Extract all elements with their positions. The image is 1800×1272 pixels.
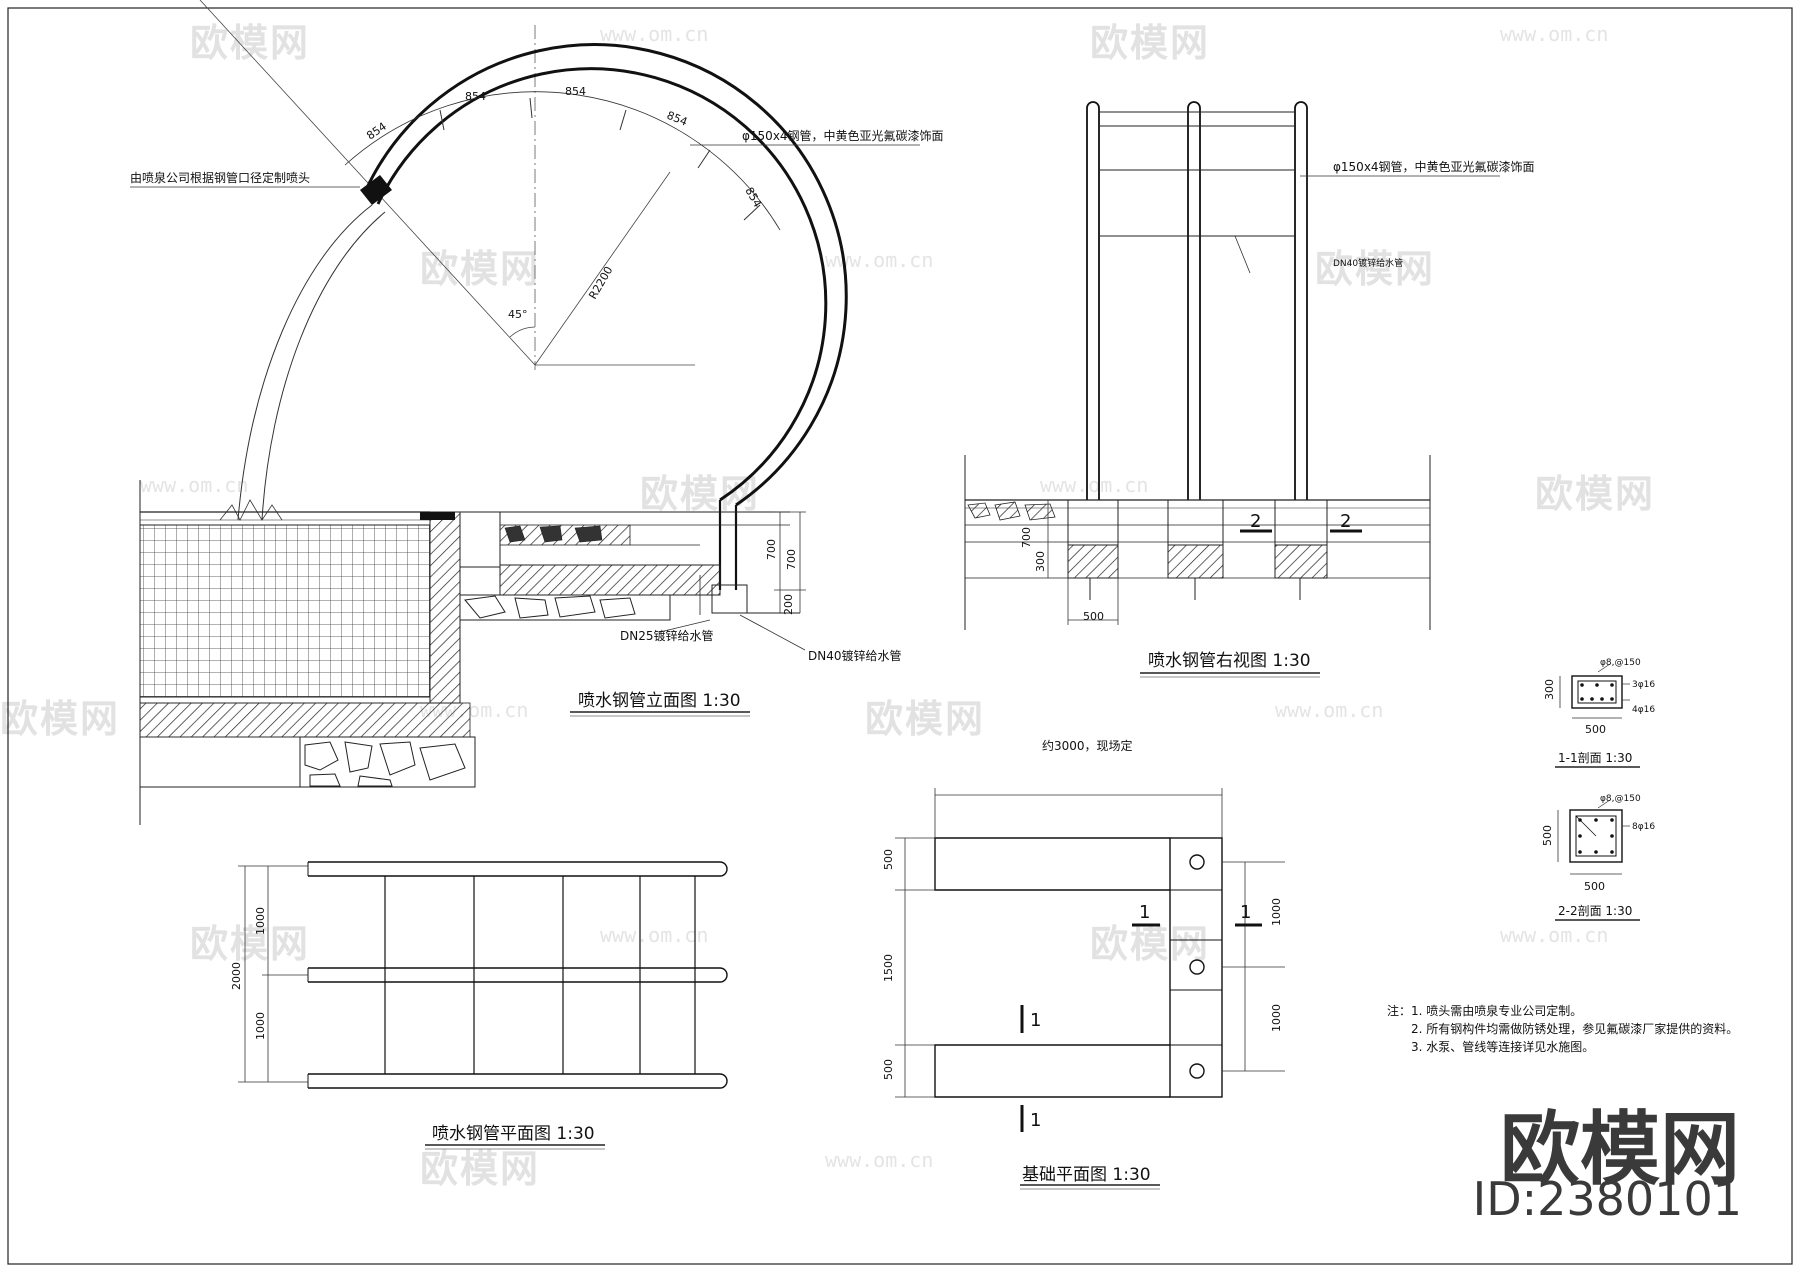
section-mark-2: 2 [1250, 511, 1261, 532]
plan-half-dim: 1000 [254, 1012, 267, 1040]
section-mark-2: 2 [1340, 511, 1351, 532]
foundation-title: 基础平面图 1:30 [1022, 1165, 1151, 1185]
foundation-beam-dim: 500 [882, 849, 895, 870]
watermark-logo: 欧模网 [1090, 21, 1211, 65]
foundation-spacing-dim: 1000 [1270, 1004, 1283, 1032]
watermark-logo: 欧模网 [640, 472, 761, 516]
plan-title: 喷水钢管平面图 1:30 [432, 1124, 595, 1144]
watermark-url: www.om.cn [1500, 923, 1609, 947]
section2-title: 2-2剖面 1:30 [1558, 904, 1632, 918]
note-line-2: 2. 所有钢构件均需做防锈处理，参见氟碳漆厂家提供的资料。 [1411, 1021, 1738, 1036]
right-height-dim: 300 [1034, 551, 1047, 572]
right-pipe-label: φ150x4钢管，中黄色亚光氟碳漆饰面 [1333, 159, 1535, 174]
right-view-title: 喷水钢管右视图 1:30 [1148, 651, 1311, 671]
section1-title: 1-1剖面 1:30 [1558, 751, 1632, 765]
arc-dim: 854 [364, 120, 389, 143]
section2-height: 500 [1541, 825, 1554, 846]
arc-dim: 854 [742, 185, 764, 210]
sheet-border [7, 7, 1793, 1265]
watermark-url: www.om.cn [1275, 698, 1384, 722]
section-mark-1: 1 [1030, 1110, 1041, 1131]
right-dn40-label: DN40镀锌给水管 [1333, 257, 1403, 269]
note-line-1: 注：1. 喷头需由喷泉专业公司定制。 [1387, 1003, 1582, 1018]
height-dim: 700 [785, 549, 798, 570]
dn25-label: DN25镀锌给水管 [620, 628, 714, 643]
section-1-1: 300 500 φ8,@150 3φ16 4φ16 1-1剖面 1:30 [1543, 658, 1655, 768]
section-2-2: 500 500 φ8,@150 8φ16 2-2剖面 1:30 [1541, 794, 1655, 921]
section1-rebar-c: 4φ16 [1632, 705, 1655, 715]
notes-block: 注：1. 喷头需由喷泉专业公司定制。 2. 所有钢构件均需做防锈处理，参见氟碳漆… [1387, 1003, 1738, 1054]
watermark-logo: 欧模网 [865, 697, 986, 741]
pipe-label: φ150x4钢管，中黄色亚光氟碳漆饰面 [742, 128, 944, 143]
dn40-label: DN40镀锌给水管 [808, 648, 902, 663]
radius-dim: R2200 [586, 264, 615, 301]
section1-width: 500 [1585, 723, 1606, 736]
watermark-logo: 欧模网 [1315, 247, 1436, 291]
brand-logo: 欧模网 [1500, 1103, 1740, 1196]
section-mark-1: 1 [1240, 902, 1251, 923]
elevation-view: 由喷泉公司根据钢管口径定制喷头 φ150x4钢管，中黄色亚光氟碳漆饰面 854 … [130, 0, 944, 825]
arc-dim: 854 [465, 90, 486, 103]
section1-rebar-a: φ8,@150 [1600, 658, 1641, 668]
watermark-url: www.om.cn [600, 22, 709, 46]
foundation-gap-dim: 1500 [882, 954, 895, 982]
note-line-3: 3. 水泵、管线等连接详见水施图。 [1411, 1039, 1594, 1054]
foundation-beam-dim: 500 [882, 1059, 895, 1080]
arc-dim: 854 [665, 109, 689, 129]
nozzle-label: 由喷泉公司根据钢管口径定制喷头 [130, 170, 310, 185]
watermark-url: www.om.cn [825, 1148, 934, 1172]
foundation-plan: 约3000，现场定 500 1500 500 1000 1000 1 1 1 1… [882, 738, 1285, 1190]
section-mark-1: 1 [1139, 902, 1150, 923]
section2-width: 500 [1584, 880, 1605, 893]
watermark-logo: 欧模网 [0, 697, 121, 741]
watermark-logo: 欧模网 [420, 247, 541, 291]
foundation-spacing-dim: 1000 [1270, 898, 1283, 926]
section2-rebar-a: φ8,@150 [1600, 794, 1641, 804]
section2-rebar-b: 8φ16 [1632, 822, 1655, 832]
right-width-dim: 500 [1083, 610, 1104, 623]
brand-id: ID:2380101 [1472, 1172, 1742, 1226]
watermark-url: www.om.cn [1040, 473, 1149, 497]
height-dim: 200 [782, 594, 795, 615]
right-height-dim: 700 [1020, 527, 1033, 548]
section1-rebar-b: 3φ16 [1632, 680, 1655, 690]
plan-half-dim: 1000 [254, 907, 267, 935]
right-view: φ150x4钢管，中黄色亚光氟碳漆饰面 DN40镀锌给水管 700 300 50… [964, 101, 1535, 678]
section1-height: 300 [1543, 679, 1556, 700]
watermark-url: www.om.cn [1500, 22, 1609, 46]
angle-dim: 45° [508, 308, 528, 321]
watermark-logo: 欧模网 [1090, 922, 1211, 966]
height-dim: 700 [765, 539, 778, 560]
watermark-logo: 欧模网 [1535, 472, 1656, 516]
arc-dim: 854 [565, 85, 586, 98]
watermark-logo: 欧模网 [190, 922, 311, 966]
watermark-logo: 欧模网 [420, 1147, 541, 1191]
watermark-url: www.om.cn [140, 473, 249, 497]
plan-total-dim: 2000 [230, 962, 243, 990]
plan-view: 2000 1000 1000 喷水钢管平面图 1:30 [230, 861, 728, 1150]
foundation-length-label: 约3000，现场定 [1042, 738, 1133, 753]
watermark-logo: 欧模网 [190, 21, 311, 65]
section-mark-1: 1 [1030, 1010, 1041, 1031]
watermark-url: www.om.cn [600, 923, 709, 947]
elevation-title: 喷水钢管立面图 1:30 [578, 691, 741, 711]
